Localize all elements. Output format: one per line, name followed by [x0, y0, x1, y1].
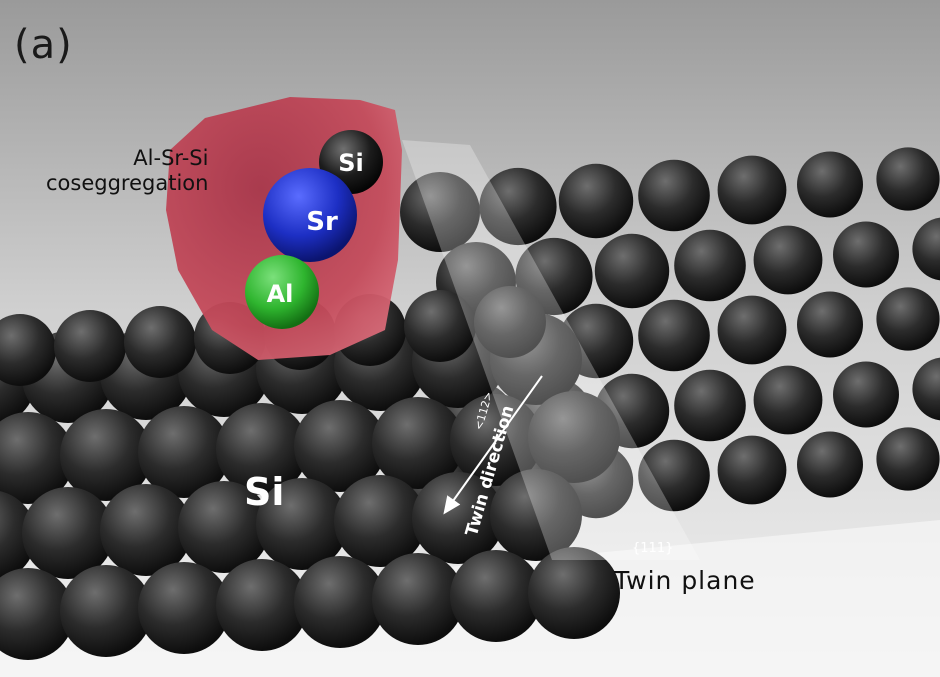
twin-plane-shape — [402, 140, 700, 560]
twin-direction-arrow — [443, 375, 543, 515]
coseggregation-caption: Al-Sr-Si coseggregation — [46, 146, 208, 196]
silicon-atom — [0, 314, 56, 386]
silicon-atom — [400, 172, 480, 252]
silicon-atom — [912, 357, 940, 421]
silicon-atom — [412, 472, 504, 564]
silicon-atom — [717, 435, 787, 505]
silicon-atom — [60, 565, 152, 657]
silicon-atom — [54, 310, 126, 382]
atom-al: Al — [245, 255, 319, 329]
caption-line-2: coseggregation — [46, 171, 209, 195]
silicon-atom — [797, 151, 863, 218]
silicon-atom — [404, 290, 476, 362]
caption-line-1: Al-Sr-Si — [133, 146, 209, 170]
silicon-atom — [294, 556, 386, 648]
twin-plane-miller-index: {111} — [632, 541, 674, 556]
silicon-atom — [638, 299, 710, 372]
silicon-atom — [833, 221, 899, 288]
silicon-atom — [216, 403, 308, 495]
silicon-atom — [594, 233, 670, 309]
silicon-atom — [372, 553, 464, 645]
silicon-atom — [674, 369, 746, 442]
silicon-atom — [753, 225, 823, 295]
atom-sr-label: Sr — [306, 207, 338, 237]
silicon-atom — [256, 478, 348, 570]
crystal-label: Si — [244, 470, 285, 514]
silicon-atom — [717, 295, 787, 365]
silicon-atom — [876, 147, 940, 211]
atom-si-label: Si — [338, 149, 364, 177]
silicon-atom — [674, 229, 746, 302]
silicon-atom — [60, 409, 152, 501]
silicon-atom — [912, 217, 940, 281]
twin-plane-label: Twin plane — [614, 566, 756, 595]
silicon-atom — [479, 167, 557, 246]
silicon-atom — [528, 391, 620, 483]
silicon-atom — [124, 306, 196, 378]
atom-sr: Sr — [263, 168, 357, 262]
silicon-atom — [528, 547, 620, 639]
silicon-atom — [372, 397, 464, 489]
silicon-atom — [515, 237, 593, 316]
silicon-atom — [0, 568, 74, 660]
silicon-atom — [138, 562, 230, 654]
silicon-atom — [490, 469, 582, 561]
silicon-atom — [294, 400, 386, 492]
silicon-atom — [797, 291, 863, 358]
silicon-atom — [833, 361, 899, 428]
silicon-atom — [876, 287, 940, 351]
atom-al-label: Al — [267, 280, 294, 308]
silicon-atom — [334, 475, 426, 567]
silicon-atom — [638, 439, 710, 512]
silicon-atom — [22, 487, 114, 579]
panel-label: (a) — [14, 22, 73, 68]
silicon-atom — [876, 427, 940, 491]
silicon-atom — [558, 163, 634, 239]
silicon-atom — [753, 365, 823, 435]
silicon-atom — [717, 155, 787, 225]
silicon-atom — [0, 412, 74, 504]
silicon-atom — [450, 550, 542, 642]
silicon-atom — [797, 431, 863, 498]
silicon-atom — [216, 559, 308, 651]
silicon-atom — [638, 159, 710, 232]
silicon-atom — [178, 481, 270, 573]
silicon-atom — [100, 484, 192, 576]
silicon-atom — [138, 406, 230, 498]
silicon-atom — [474, 286, 546, 358]
